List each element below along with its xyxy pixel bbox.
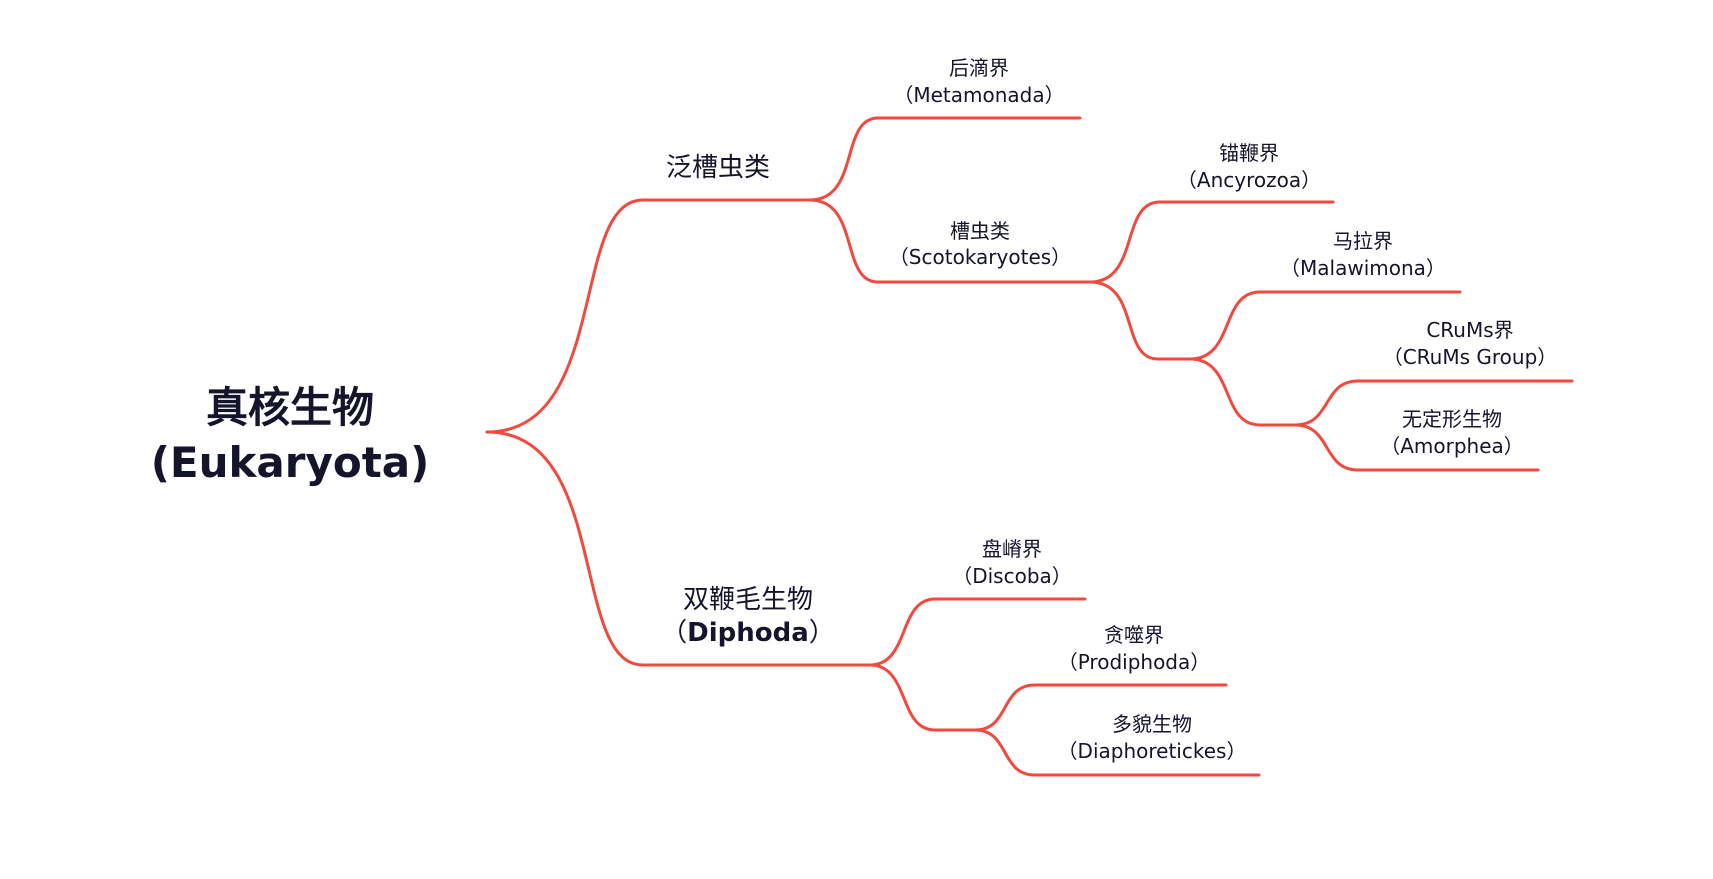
diphoda-word: Diphoda	[687, 618, 809, 648]
edge-to-prodiphoda	[973, 683, 1228, 732]
edge-to-discoba	[868, 597, 1087, 667]
node-discoba-label-en: （Discoba）	[952, 564, 1072, 588]
edge-to-ancyrozoa	[1088, 200, 1335, 284]
node-diphoda: 双鞭毛生物 （Diphoda）	[661, 585, 835, 648]
node-scotokaryotes-label-cn: 槽虫类	[950, 219, 1010, 243]
node-discoba: 盘嵴界 （Discoba）	[952, 537, 1072, 588]
root-node: 真核生物 (Eukaryota)	[151, 383, 430, 487]
node-amorphea-label-cn: 无定形生物	[1402, 407, 1502, 431]
edge-to-hub-3	[868, 663, 977, 732]
edge-root-to-fanzaochonglei	[485, 198, 812, 434]
root-label-cn: 真核生物	[206, 383, 374, 432]
edge-to-diaphoretickes	[973, 728, 1261, 777]
edge-to-hub-2	[1188, 357, 1297, 427]
node-metamonada: 后滴界 （Metamonada）	[893, 56, 1064, 107]
edge-to-crums	[1293, 379, 1574, 427]
node-amorphea: 无定形生物 （Amorphea）	[1380, 407, 1524, 458]
node-diaphoretickes-label-en: （Diaphoretickes）	[1058, 739, 1247, 763]
node-metamonada-label-en: （Metamonada）	[893, 83, 1064, 107]
node-fanzaochonglei: 泛槽虫类	[666, 153, 770, 183]
node-diphoda-label-en: （Diphoda）	[661, 618, 835, 648]
edge-to-metamonada	[808, 116, 1082, 202]
node-prodiphoda-label-en: （Prodiphoda）	[1058, 650, 1211, 674]
node-malawimona: 马拉界 （Malawimona）	[1280, 229, 1446, 280]
node-crums-label-cn: CRuMs界	[1426, 318, 1513, 342]
edge-root-to-diphoda	[485, 430, 872, 667]
diphoda-close-paren: ）	[809, 618, 835, 648]
root-label-en: (Eukaryota)	[151, 438, 430, 487]
diphoda-open-paren: （	[661, 618, 687, 648]
node-ancyrozoa-label-cn: 锚鞭界	[1219, 141, 1279, 165]
node-crums: CRuMs界 （CRuMs Group）	[1383, 318, 1558, 369]
edge-to-scotokaryotes	[808, 198, 1092, 284]
node-crums-label-en: （CRuMs Group）	[1383, 345, 1558, 369]
edge-to-amorphea	[1293, 423, 1540, 472]
node-scotokaryotes-label-en: （Scotokaryotes）	[889, 245, 1071, 269]
node-malawimona-label-cn: 马拉界	[1333, 229, 1393, 253]
connector-lines	[485, 116, 1574, 777]
node-amorphea-label-en: （Amorphea）	[1380, 434, 1524, 458]
node-malawimona-label-en: （Malawimona）	[1280, 256, 1446, 280]
edge-to-hub-1	[1088, 280, 1192, 361]
node-ancyrozoa: 锚鞭界 （Ancyrozoa）	[1177, 141, 1321, 192]
node-prodiphoda-label-cn: 贪噬界	[1104, 623, 1164, 647]
node-diaphoretickes: 多貌生物 （Diaphoretickes）	[1058, 712, 1247, 763]
node-diphoda-label-cn: 双鞭毛生物	[683, 585, 813, 615]
edge-to-malawimona	[1188, 290, 1462, 361]
node-metamonada-label-cn: 后滴界	[949, 56, 1009, 80]
node-diaphoretickes-label-cn: 多貌生物	[1112, 712, 1192, 736]
node-prodiphoda: 贪噬界 （Prodiphoda）	[1058, 623, 1211, 674]
node-discoba-label-cn: 盘嵴界	[982, 537, 1042, 561]
node-scotokaryotes: 槽虫类 （Scotokaryotes）	[889, 219, 1071, 269]
node-fanzaochonglei-label: 泛槽虫类	[666, 153, 770, 183]
node-ancyrozoa-label-en: （Ancyrozoa）	[1177, 168, 1321, 192]
